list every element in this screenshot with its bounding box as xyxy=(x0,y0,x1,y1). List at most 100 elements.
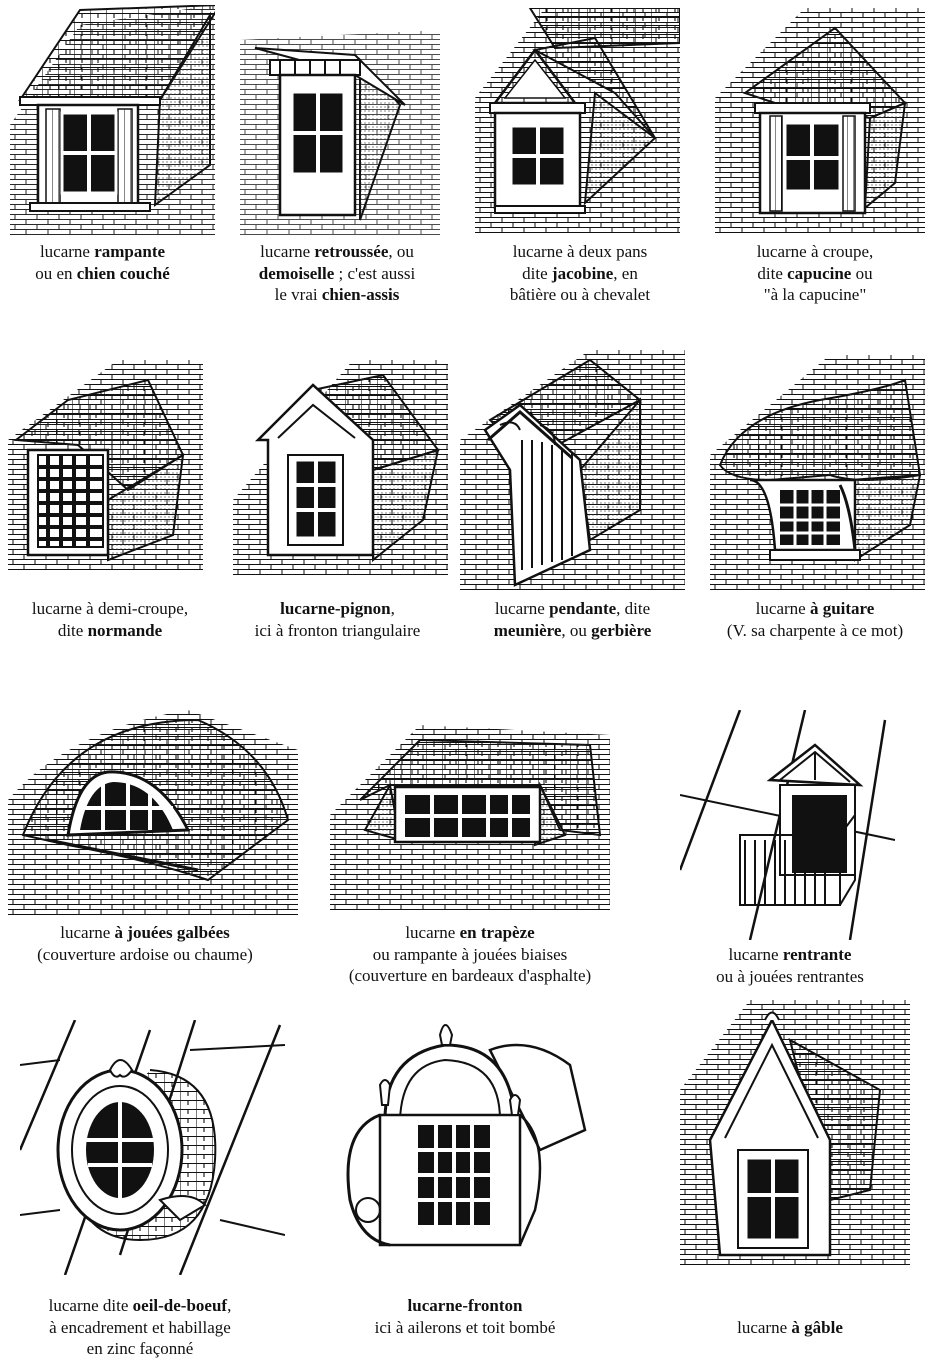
caption-text: en zinc façonné xyxy=(86,1339,194,1358)
caption-text: le vrai xyxy=(274,285,322,304)
caption-jouees-galbees: lucarne à jouées galbées (couverture ard… xyxy=(0,922,290,965)
caption-bold-term: chien couché xyxy=(76,263,170,283)
caption-text: lucarne xyxy=(60,923,115,942)
caption-text: , xyxy=(227,1296,232,1315)
caption-bold-term: demoiselle xyxy=(258,263,335,283)
caption-line: ou rampante à jouées biaises xyxy=(300,944,640,966)
caption-oeil-de-boeuf: lucarne dite oeil-de-boeuf, à encadremen… xyxy=(10,1295,270,1360)
caption-text: (V. sa charpente à ce mot) xyxy=(726,620,904,640)
caption-text: ou à jouées rentrantes xyxy=(716,966,864,986)
caption-text: dite xyxy=(522,263,552,283)
caption-line: à encadrement et habillage xyxy=(10,1317,270,1339)
caption-text: à encadrement et habillage xyxy=(49,1317,231,1337)
caption-bold-term: en trapèze xyxy=(459,923,535,942)
illustration-gable xyxy=(680,1000,910,1265)
illustration-jouees-galbees xyxy=(8,710,298,915)
caption-line: le vrai chien-assis xyxy=(232,284,442,306)
caption-bold-term: à gâble xyxy=(791,1318,843,1337)
caption-line: lucarne-pignon, xyxy=(220,598,455,620)
caption-rampante: lucarne rampante ou en chien couché xyxy=(0,241,205,284)
caption-text: ou rampante à jouées biaises xyxy=(372,944,568,964)
caption-line: lucarne rampante xyxy=(0,241,205,263)
caption-bold-term: rentrante xyxy=(782,945,852,964)
caption-line: lucarne à jouées galbées xyxy=(0,922,290,944)
caption-line: (V. sa charpente à ce mot) xyxy=(700,620,930,642)
caption-capucine: lucarne à croupe, dite capucine ou "à la… xyxy=(715,241,915,306)
caption-line: meunière, ou gerbière xyxy=(465,620,680,642)
caption-text: ici à ailerons et toit bombé xyxy=(374,1317,556,1337)
caption-text: , dite xyxy=(616,599,651,618)
illustration-rentrante xyxy=(680,710,895,940)
caption-line: (couverture ardoise ou chaume) xyxy=(0,944,290,966)
caption-line: "à la capucine" xyxy=(715,284,915,306)
caption-bold-term: lucarne-fronton xyxy=(407,1296,523,1315)
caption-text: bâtière ou à chevalet xyxy=(509,285,651,304)
caption-bold-term: oeil-de-boeuf xyxy=(132,1296,228,1315)
caption-fronton: lucarne-fronton ici à ailerons et toit b… xyxy=(330,1295,600,1338)
caption-bold-term: lucarne-pignon xyxy=(280,599,391,618)
illustration-capucine xyxy=(715,8,925,233)
caption-text: lucarne xyxy=(39,242,95,261)
caption-text: lucarne xyxy=(405,923,460,942)
caption-bold-term: rampante xyxy=(94,242,166,261)
caption-text: , ou xyxy=(388,242,414,261)
caption-text: , en xyxy=(613,263,638,283)
caption-text: ou xyxy=(851,263,873,283)
caption-line: dite jacobine, en xyxy=(480,263,680,285)
illustration-trapeze xyxy=(330,725,610,910)
caption-line: (couverture en bardeaux d'asphalte) xyxy=(300,965,640,987)
caption-text: lucarne xyxy=(755,599,810,618)
caption-text: lucarne xyxy=(737,1318,792,1337)
caption-line: lucarne dite oeil-de-boeuf, xyxy=(10,1295,270,1317)
caption-bold-term: meunière xyxy=(493,620,562,640)
caption-line: ou à jouées rentrantes xyxy=(675,966,905,988)
caption-line: lucarne à demi-croupe, xyxy=(0,598,220,620)
caption-text: (couverture ardoise ou chaume) xyxy=(37,944,253,964)
caption-bold-term: retroussée xyxy=(314,242,389,261)
caption-guitare: lucarne à guitare (V. sa charpente à ce … xyxy=(700,598,930,641)
caption-bold-term: à guitare xyxy=(809,599,875,618)
caption-bold-term: jacobine xyxy=(551,263,614,283)
caption-text: (couverture en bardeaux d'asphalte) xyxy=(348,966,592,985)
caption-text: dite xyxy=(757,263,788,283)
caption-pendante: lucarne pendante, dite meunière, ou gerb… xyxy=(465,598,680,641)
caption-text: lucarne xyxy=(494,599,550,618)
caption-line: dite normande xyxy=(0,620,220,642)
illustration-pignon xyxy=(233,360,448,575)
caption-text: ; c'est aussi xyxy=(334,263,416,283)
caption-line: lucarne à deux pans xyxy=(480,241,680,263)
caption-line: lucarne à guitare xyxy=(700,598,930,620)
illustration-retroussee xyxy=(240,30,440,235)
caption-line: lucarne pendante, dite xyxy=(465,598,680,620)
caption-line: bâtière ou à chevalet xyxy=(480,284,680,306)
illustration-rampante xyxy=(10,5,215,235)
caption-line: lucarne à croupe, xyxy=(715,241,915,263)
caption-line: ou en chien couché xyxy=(0,263,205,285)
caption-line: lucarne rentrante xyxy=(675,944,905,966)
illustration-guitare xyxy=(710,355,925,590)
caption-line: lucarne-fronton xyxy=(330,1295,600,1317)
illustration-pendante xyxy=(460,350,685,590)
caption-text: lucarne à demi-croupe, xyxy=(31,599,189,618)
illustration-fronton xyxy=(340,1010,615,1260)
caption-gable: lucarne à gâble xyxy=(690,1317,890,1339)
illustration-oeil-de-boeuf xyxy=(20,1020,285,1275)
caption-text: dite xyxy=(57,620,88,640)
caption-rentrante: lucarne rentrante ou à jouées rentrantes xyxy=(675,944,905,987)
caption-line: ici à ailerons et toit bombé xyxy=(330,1317,600,1339)
caption-retroussee: lucarne retroussée, ou demoiselle ; c'es… xyxy=(232,241,442,306)
caption-line: dite capucine ou xyxy=(715,263,915,285)
caption-line: lucarne à gâble xyxy=(690,1317,890,1339)
caption-pignon: lucarne-pignon, ici à fronton triangulai… xyxy=(220,598,455,641)
caption-jacobine: lucarne à deux pans dite jacobine, en bâ… xyxy=(480,241,680,306)
illustration-normande xyxy=(8,360,203,570)
caption-line: ici à fronton triangulaire xyxy=(220,620,455,642)
caption-line: lucarne en trapèze xyxy=(300,922,640,944)
caption-text: lucarne dite xyxy=(48,1296,133,1315)
caption-line: lucarne retroussée, ou xyxy=(232,241,442,263)
caption-line: en zinc façonné xyxy=(10,1338,270,1360)
caption-bold-term: chien-assis xyxy=(321,285,400,304)
caption-text: "à la capucine" xyxy=(763,285,867,304)
caption-text: lucarne à croupe, xyxy=(756,242,874,261)
